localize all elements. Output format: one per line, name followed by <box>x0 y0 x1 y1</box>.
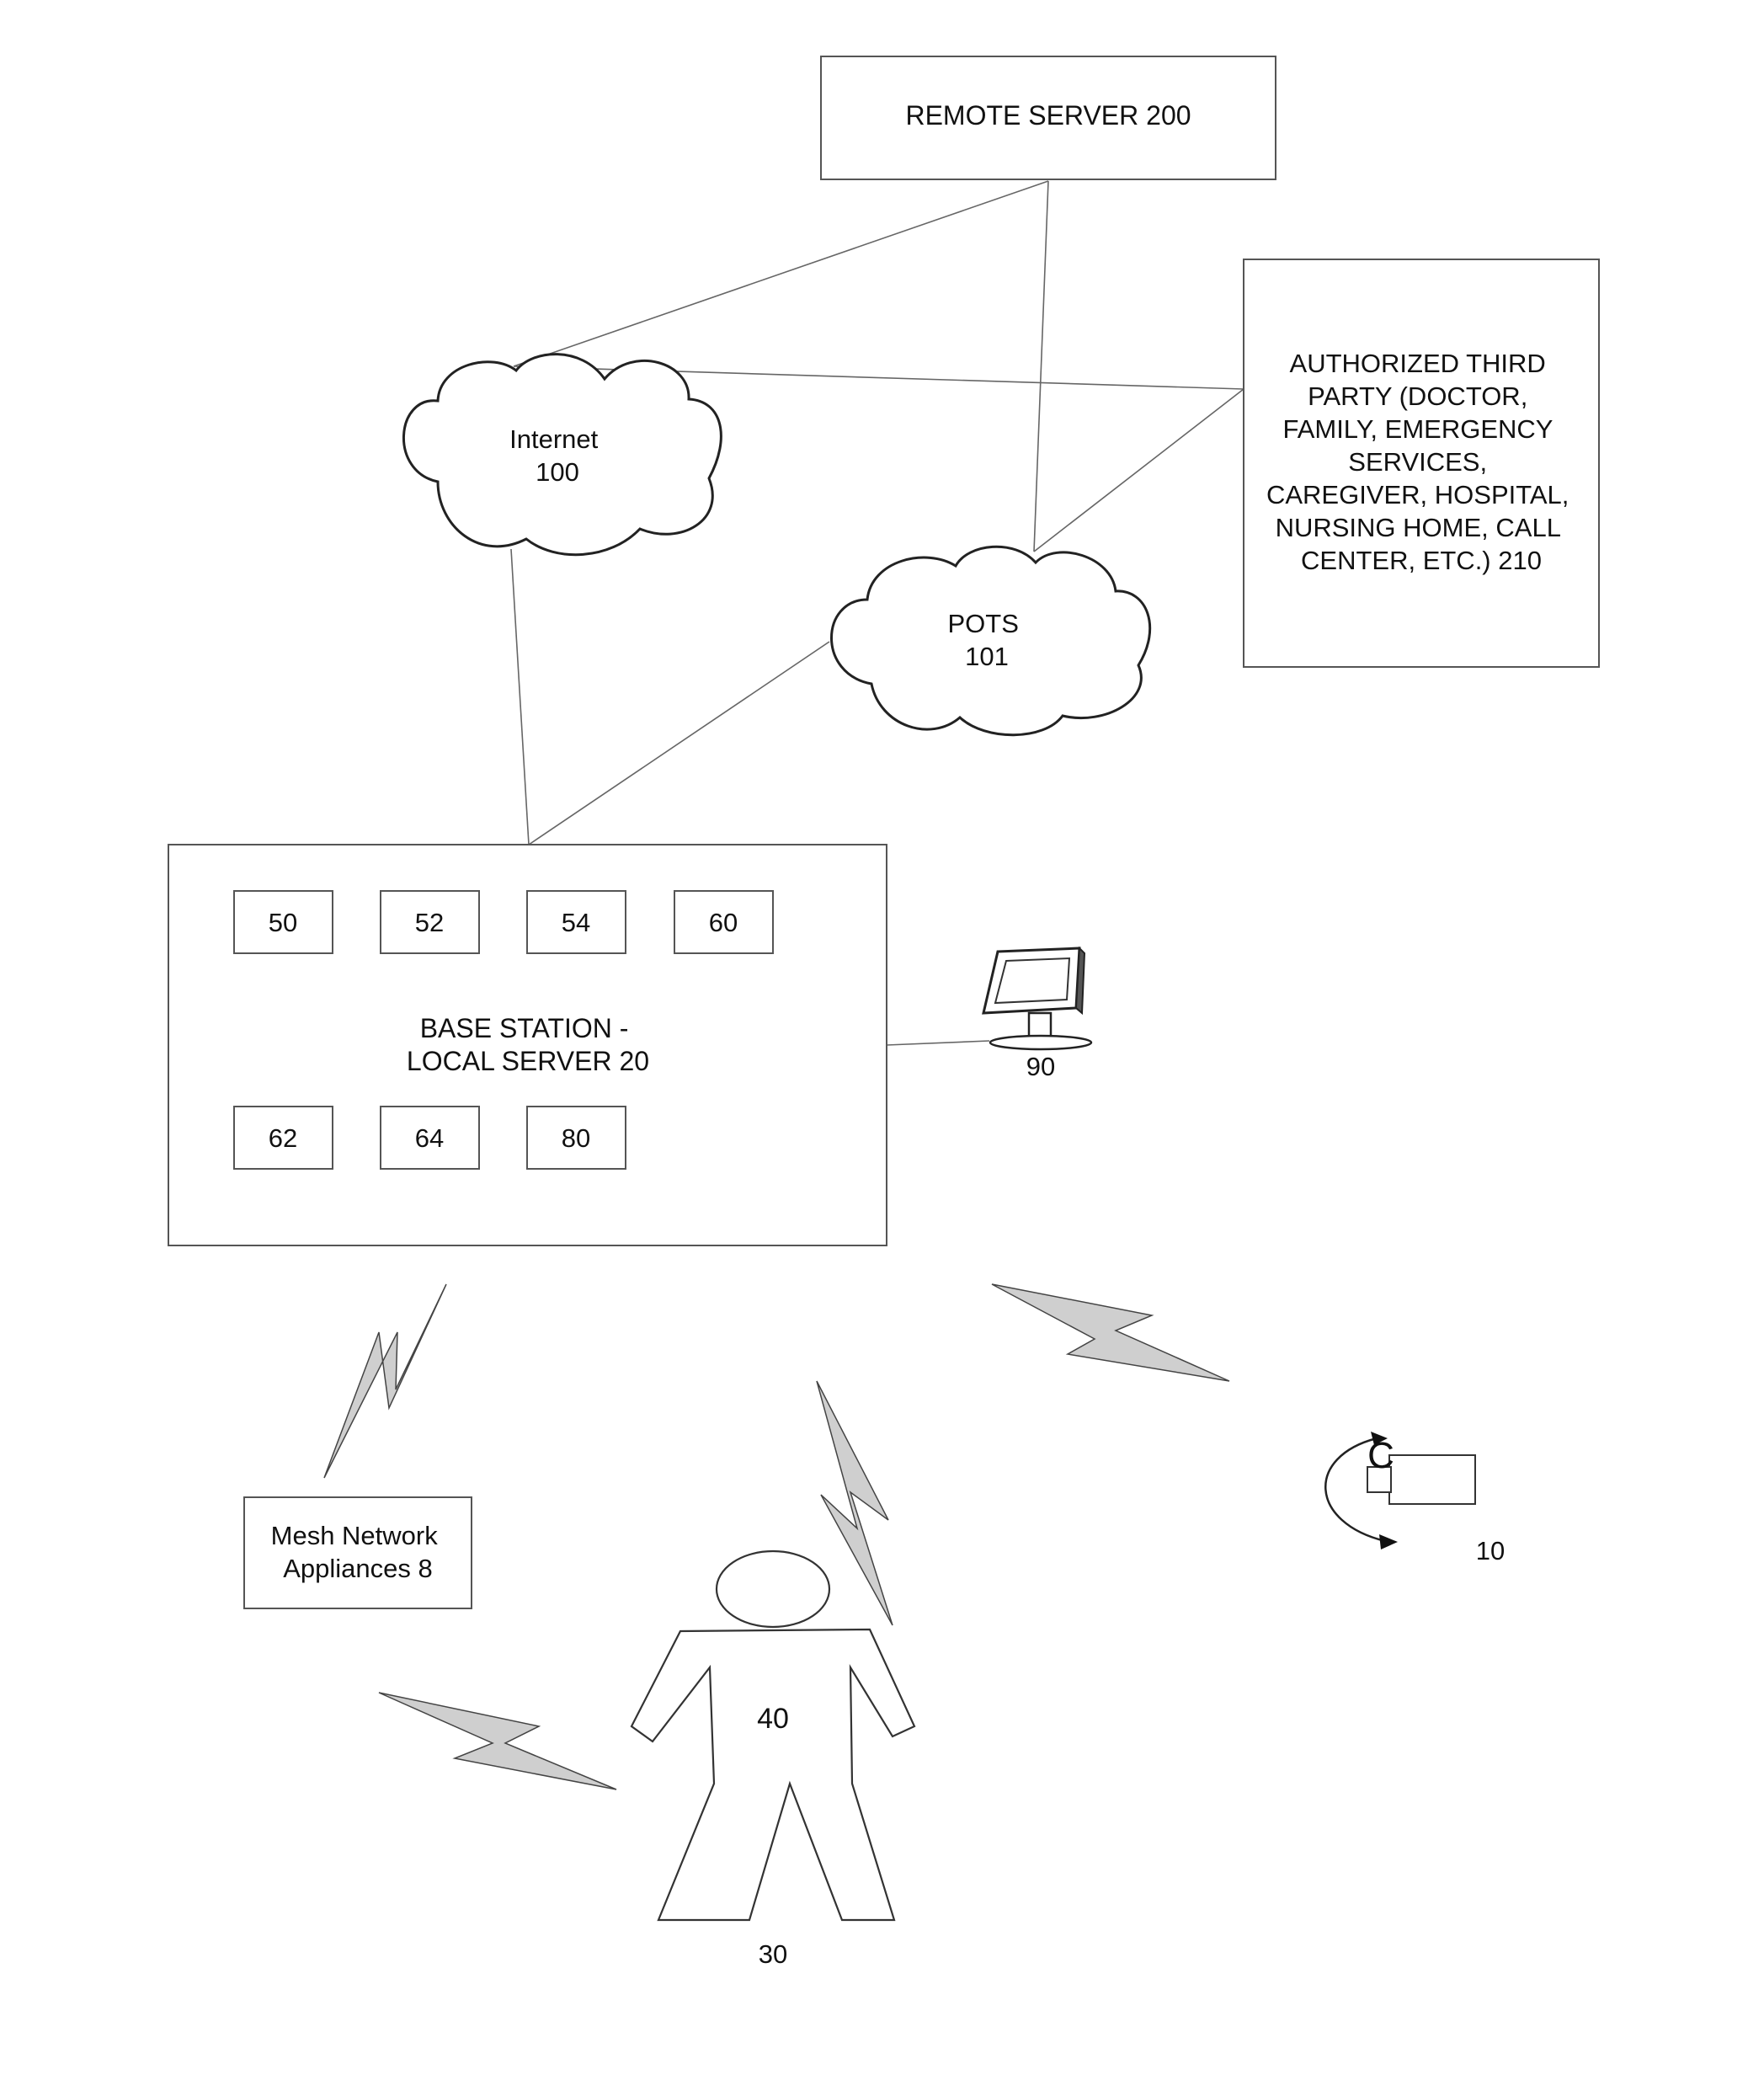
wireless-bolt-icon <box>379 1693 616 1789</box>
svg-text:80: 80 <box>562 1123 590 1153</box>
module-box: 52 <box>381 891 479 953</box>
svg-text:62: 62 <box>269 1123 297 1153</box>
remote-server-node: REMOTE SERVER 200 <box>821 56 1276 179</box>
third-party-line: FAMILY, EMERGENCY <box>1282 414 1552 444</box>
camera-icon <box>1325 1432 1475 1549</box>
display-terminal: 90 <box>983 948 1091 1081</box>
module-box: 54 <box>527 891 626 953</box>
third-party-line: CENTER, ETC.) 210 <box>1301 546 1542 575</box>
link-pots-base <box>529 642 829 845</box>
module-box: 80 <box>527 1107 626 1169</box>
wireless-bolt-icon <box>992 1284 1229 1381</box>
module-box: 50 <box>234 891 333 953</box>
third-party-node: AUTHORIZED THIRD PARTY (DOCTOR, FAMILY, … <box>1244 259 1599 667</box>
link-remote-pots <box>1034 181 1048 552</box>
third-party-line: NURSING HOME, CALL <box>1276 513 1561 542</box>
person-icon <box>632 1551 914 1920</box>
camera-glyph: C <box>1367 1435 1394 1476</box>
svg-text:54: 54 <box>562 908 590 937</box>
module-box: 62 <box>234 1107 333 1169</box>
third-party-line: CAREGIVER, HOSPITAL, <box>1266 480 1569 509</box>
camera-label: 10 <box>1476 1536 1505 1565</box>
svg-text:64: 64 <box>415 1123 444 1153</box>
third-party-line: PARTY (DOCTOR, <box>1308 381 1527 411</box>
link-base-terminal <box>887 1041 989 1045</box>
pots-cloud: POTS 101 <box>832 547 1150 735</box>
person-node: 40 30 <box>632 1551 914 1969</box>
svg-text:50: 50 <box>269 908 297 937</box>
link-remote-internet <box>514 181 1048 366</box>
third-party-line: AUTHORIZED THIRD <box>1290 349 1546 378</box>
svg-text:60: 60 <box>709 908 738 937</box>
link-internet-base <box>511 549 529 845</box>
cloud-icon <box>832 547 1150 735</box>
mesh-network-box <box>244 1497 472 1608</box>
mesh-network-node: Mesh Network Appliances 8 <box>244 1497 472 1608</box>
person-body-label: 40 <box>757 1703 789 1735</box>
module-box: 60 <box>674 891 773 953</box>
remote-server-label: REMOTE SERVER 200 <box>905 100 1191 131</box>
person-label: 30 <box>759 1939 787 1969</box>
link-pots-thirdparty <box>1034 389 1244 552</box>
svg-text:52: 52 <box>415 908 444 937</box>
monitor-icon <box>983 948 1091 1049</box>
camera-node: C 10 <box>1325 1432 1505 1565</box>
display-terminal-label: 90 <box>1026 1052 1055 1081</box>
wireless-bolt-icon <box>324 1284 446 1478</box>
internet-cloud: Internet 100 <box>403 355 721 555</box>
base-station-node: 50 52 54 60 BASE STATION - LOCAL SERVER … <box>168 845 887 1245</box>
third-party-line: SERVICES, <box>1348 447 1487 477</box>
cloud-icon <box>403 355 721 555</box>
module-box: 64 <box>381 1107 479 1169</box>
